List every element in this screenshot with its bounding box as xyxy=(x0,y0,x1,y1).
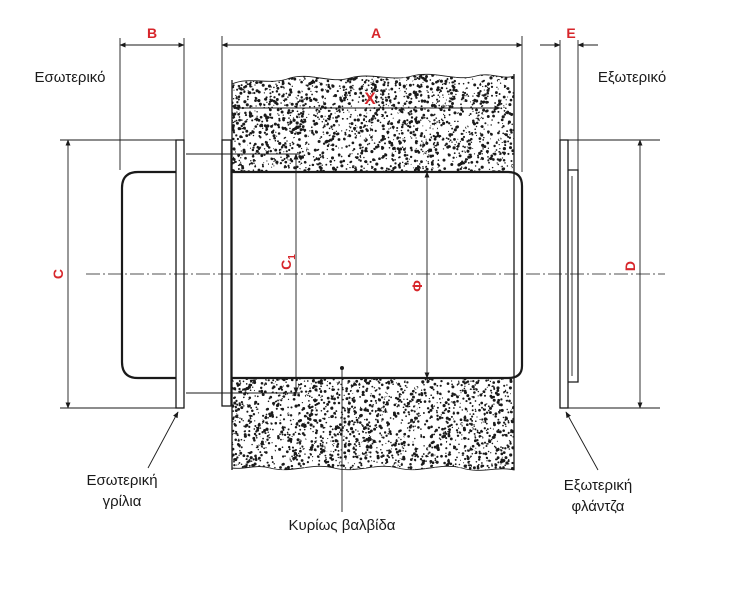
dimension-label-e: E xyxy=(566,25,575,41)
dimension-label-x: X xyxy=(364,89,376,108)
outer-flange-label-line1: Εξωτερική xyxy=(564,477,633,494)
main-valve-label: Κυρίως βαλβίδα xyxy=(289,517,396,534)
wall-insulation-bottom xyxy=(231,377,515,471)
inner-grille-label-line2: γρίλια xyxy=(103,493,142,510)
dimension-label-a: A xyxy=(371,25,381,41)
dimension-label-c: C xyxy=(50,269,66,279)
wall-insulation-top xyxy=(231,73,515,173)
outer-side-label: Εξωτερικό xyxy=(598,69,666,86)
outer-flange-lip xyxy=(568,169,579,383)
dimension-label-phi: Φ xyxy=(409,280,425,292)
dimension-lines xyxy=(65,42,643,409)
extension-lines xyxy=(60,36,660,409)
dimension-label-d: D xyxy=(622,261,638,271)
inner-grille-body xyxy=(120,170,176,380)
dimension-label-c1: C1 xyxy=(278,254,298,270)
dimension-label-b: B xyxy=(147,25,157,41)
inner-grille-label-line1: Εσωτερική xyxy=(86,472,157,489)
main-valve-sleeve xyxy=(232,170,524,380)
valve-flange-plate xyxy=(221,139,232,407)
inner-side-label: Εσωτερικό xyxy=(35,69,106,86)
leader-lines xyxy=(147,366,599,512)
outer-flange-label-line2: φλάντζα xyxy=(572,498,625,515)
